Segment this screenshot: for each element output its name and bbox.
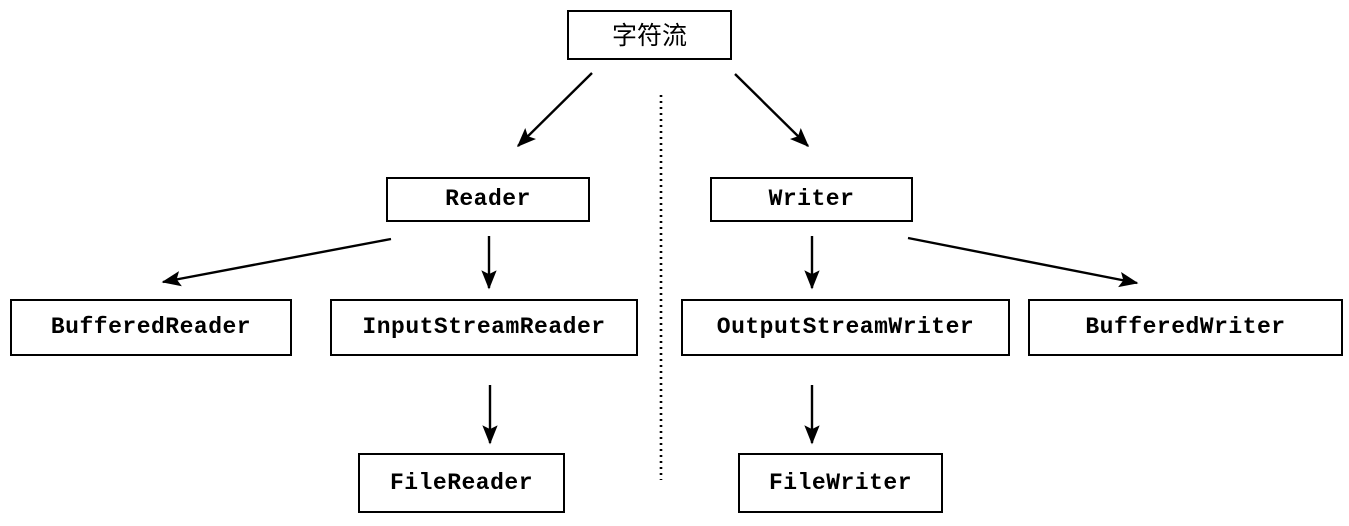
node-output-stream-writer: OutputStreamWriter (681, 299, 1010, 356)
edge-root-to-writer (734, 73, 810, 148)
node-label-file-writer: FileWriter (768, 469, 913, 496)
node-label-reader: Reader (445, 186, 531, 212)
node-character-stream: 字符流 (567, 10, 732, 60)
node-buffered-writer: BufferedWriter (1028, 299, 1343, 356)
node-file-writer: FileWriter (738, 453, 943, 513)
node-buffered-reader: BufferedReader (10, 299, 292, 356)
edge-root-to-reader (516, 72, 593, 148)
node-label-buffered-reader: BufferedReader (50, 314, 252, 340)
node-file-reader: FileReader (358, 453, 565, 513)
node-input-stream-reader: InputStreamReader (330, 299, 638, 356)
node-label-writer: Writer (768, 186, 855, 212)
node-label-input-stream-reader: InputStreamReader (362, 314, 606, 340)
edge-writer-to-bufferedwriter (907, 236, 1139, 288)
node-reader: Reader (386, 177, 590, 222)
node-label-output-stream-writer: OutputStreamWriter (716, 314, 975, 340)
edge-reader-to-bufferedreader (161, 237, 392, 287)
node-label-character-stream: 字符流 (611, 20, 687, 50)
node-writer: Writer (710, 177, 913, 222)
node-label-file-reader: FileReader (389, 469, 534, 496)
node-label-buffered-writer: BufferedWriter (1085, 314, 1286, 340)
